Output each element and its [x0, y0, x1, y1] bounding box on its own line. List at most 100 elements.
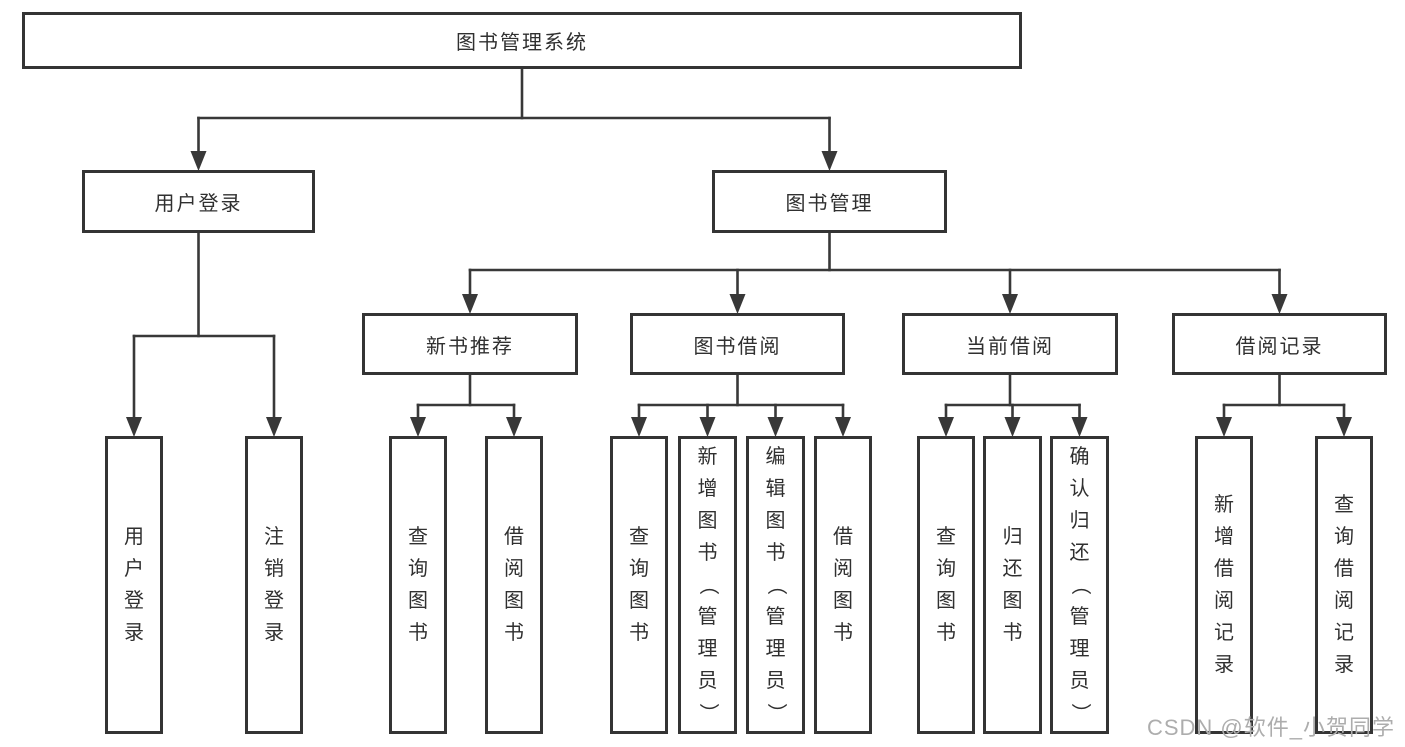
label-char: ） — [764, 703, 787, 723]
label-char: 管 — [1069, 606, 1090, 628]
connector-arrowhead — [767, 417, 784, 437]
node-label: 编辑图书（管理员） — [765, 441, 787, 729]
connector-arrowhead — [1336, 417, 1352, 437]
label-char: 新 — [1214, 494, 1234, 516]
node-current-borrow: 当前借阅 — [902, 313, 1118, 375]
connector-arrowhead — [190, 151, 207, 171]
node-br-query-record: 查询借阅记录 — [1315, 436, 1373, 734]
label-char: 户 — [124, 558, 144, 580]
label-char: 录 — [124, 622, 144, 644]
label-char: 认 — [1069, 478, 1090, 500]
node-br-add-record: 新增借阅记录 — [1195, 436, 1253, 734]
label-char: 员 — [697, 670, 718, 692]
node-book-mgmt: 图书管理 — [712, 170, 947, 233]
node-label: 查询借阅记录 — [1334, 489, 1354, 681]
label-char: 阅 — [504, 558, 524, 580]
node-bb-borrow-books: 借阅图书 — [814, 436, 872, 734]
label-char: 询 — [629, 558, 649, 580]
node-label: 注销登录 — [264, 521, 284, 649]
label-char: 借 — [833, 526, 853, 548]
connector-arrowhead — [699, 417, 716, 437]
label-char: 录 — [1214, 654, 1234, 676]
label-char: 辑 — [765, 478, 786, 500]
connector-arrowhead — [506, 417, 522, 437]
label-char: 书 — [936, 622, 956, 644]
node-nbr-borrow-books: 借阅图书 — [485, 436, 543, 734]
label-char: 登 — [264, 590, 284, 612]
connector-arrowhead — [821, 151, 838, 171]
node-label: 借阅图书 — [504, 521, 524, 649]
label-char: 录 — [264, 622, 284, 644]
label-char: 管 — [697, 606, 718, 628]
label-char: 还 — [1069, 542, 1090, 564]
connector-arrowhead — [1002, 294, 1018, 314]
label-char: 归 — [1002, 526, 1023, 548]
label-char: 查 — [629, 526, 649, 548]
node-bb-add-books-admin: 新增图书（管理员） — [678, 436, 737, 734]
node-label: 查询图书 — [408, 521, 428, 649]
label-char: 图 — [765, 510, 786, 532]
node-cb-confirm-return-admin: 确认归还（管理员） — [1050, 436, 1109, 734]
node-leaf-logout: 注销登录 — [245, 436, 303, 734]
label-char: 书 — [697, 542, 718, 564]
connector-arrowhead — [631, 417, 647, 437]
label-char: 查 — [408, 526, 428, 548]
label-char: 管 — [765, 606, 786, 628]
connector-arrowhead — [1271, 294, 1288, 314]
connector-arrowhead — [266, 417, 282, 437]
label-char: 书 — [408, 622, 428, 644]
label-char: 记 — [1334, 622, 1354, 644]
node-label: 用户登录 — [154, 193, 243, 215]
label-char: 书 — [833, 622, 853, 644]
label-char: 编 — [765, 446, 786, 468]
connector-arrowhead — [126, 417, 142, 437]
label-char: 阅 — [1334, 590, 1354, 612]
label-char: 归 — [1069, 510, 1090, 532]
node-label: 新增图书（管理员） — [697, 441, 719, 729]
node-label: 图书借阅 — [693, 335, 782, 358]
label-char: 书 — [765, 542, 786, 564]
label-char: 确 — [1069, 446, 1090, 468]
label-char: 借 — [1214, 558, 1234, 580]
label-char: 查 — [1334, 494, 1354, 516]
label-char: 查 — [936, 526, 956, 548]
label-char: ） — [1068, 703, 1091, 723]
label-char: （ — [764, 575, 787, 595]
watermark: CSDN @软件_小贺同学 — [1146, 715, 1395, 740]
node-borrow-records: 借阅记录 — [1172, 313, 1387, 375]
label-char: 增 — [1214, 526, 1234, 548]
label-char: 增 — [697, 478, 718, 500]
node-label: 用户登录 — [124, 521, 144, 649]
node-nbr-query-books: 查询图书 — [389, 436, 447, 734]
node-label: 查询图书 — [936, 521, 956, 649]
node-label: 新增借阅记录 — [1214, 489, 1234, 681]
node-cb-query-books: 查询图书 — [917, 436, 975, 734]
node-label: 借阅记录 — [1235, 335, 1324, 358]
label-char: 图 — [936, 590, 956, 612]
node-book-borrow: 图书借阅 — [630, 313, 845, 375]
node-label: 查询图书 — [629, 521, 649, 649]
label-char: 还 — [1002, 558, 1023, 580]
label-char: 新 — [697, 446, 718, 468]
label-char: 记 — [1214, 622, 1234, 644]
label-char: 理 — [1069, 638, 1090, 660]
node-leaf-user-login: 用户登录 — [105, 436, 163, 734]
node-label: 图书管理 — [785, 193, 874, 215]
label-char: （ — [1068, 575, 1091, 595]
label-char: 图 — [833, 590, 853, 612]
label-char: 阅 — [1214, 590, 1234, 612]
label-char: ） — [696, 703, 719, 723]
node-label: 归还图书 — [1003, 521, 1023, 649]
node-cb-return-books: 归还图书 — [983, 436, 1042, 734]
label-char: 图 — [408, 590, 428, 612]
label-char: 图 — [629, 590, 649, 612]
node-user-login: 用户登录 — [82, 170, 315, 233]
connector-arrowhead — [938, 417, 954, 437]
label-char: 图 — [504, 590, 524, 612]
node-label: 当前借阅 — [966, 335, 1054, 358]
connector-arrowhead — [1216, 417, 1232, 437]
connector-arrowhead — [729, 294, 746, 314]
node-bb-query-books: 查询图书 — [610, 436, 668, 734]
label-char: 用 — [124, 526, 144, 548]
